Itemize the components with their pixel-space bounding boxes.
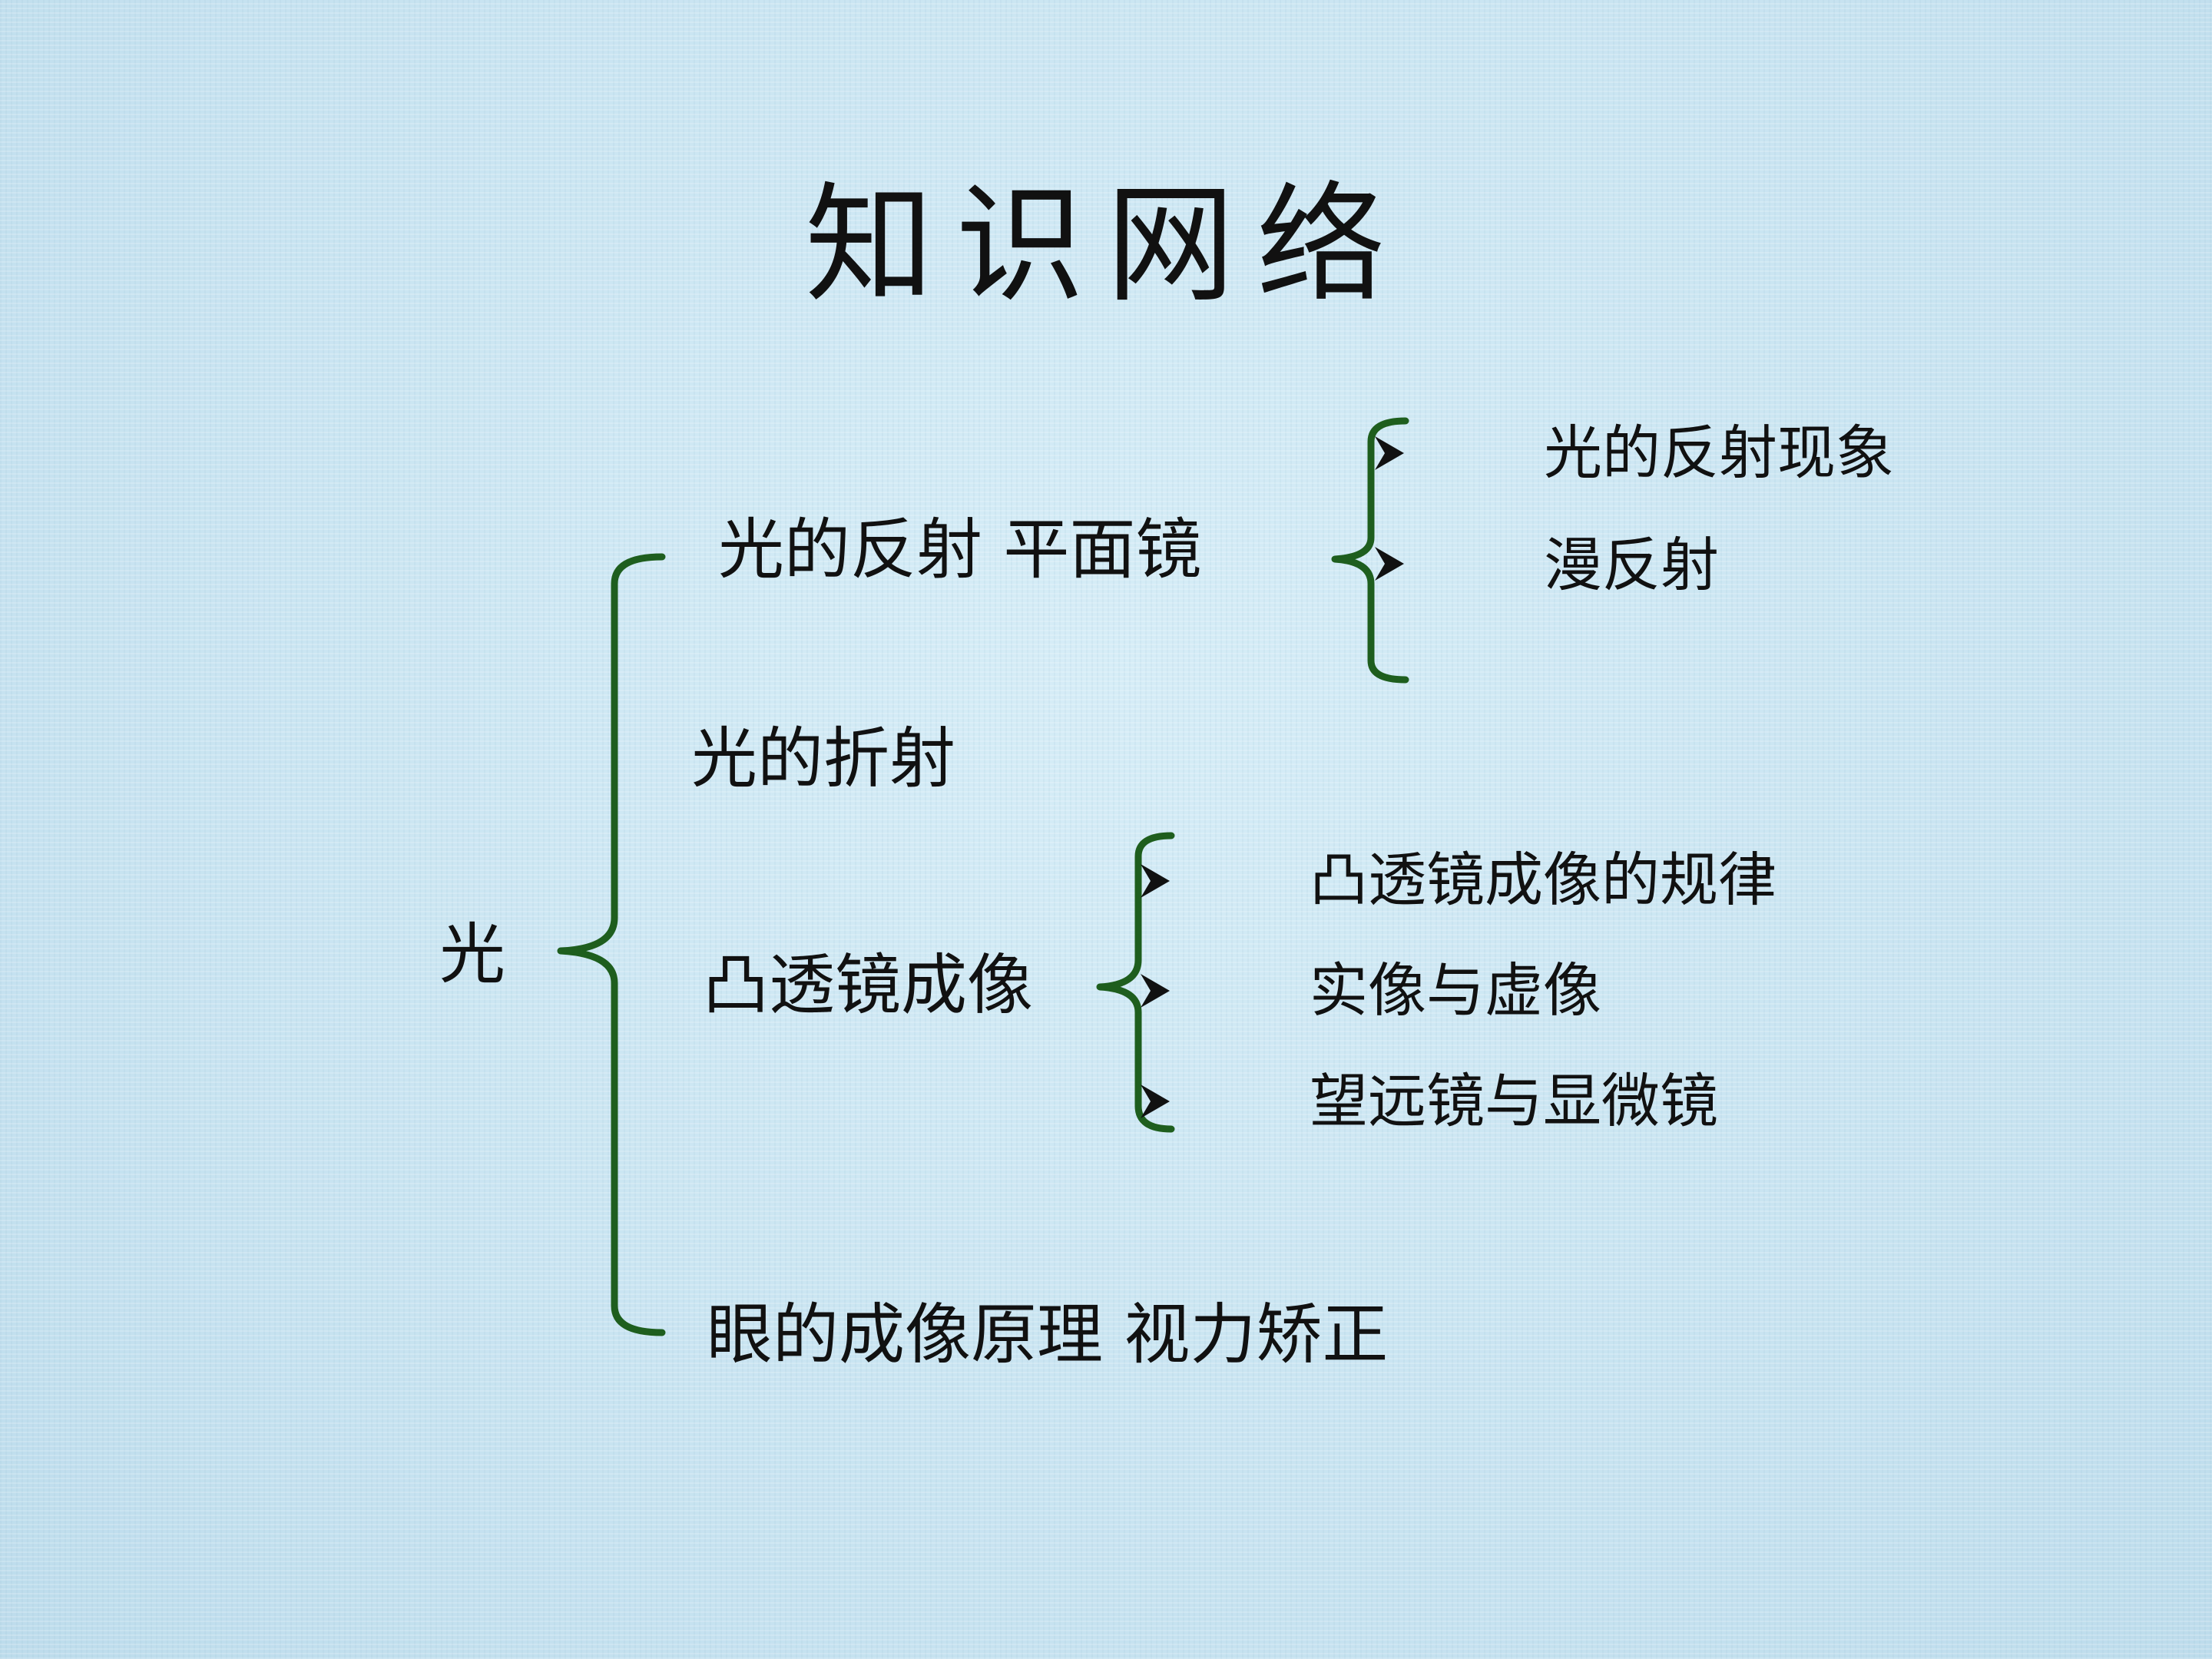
child-real-virtual-image: 实像与虚像 bbox=[1310, 956, 1601, 1025]
bullet-arrow-icon bbox=[1141, 864, 1170, 898]
branch-convex-lens: 凸透镜成像 bbox=[703, 947, 1033, 1024]
bullet-arrow-icon bbox=[1375, 436, 1404, 470]
branch-eye: 眼的成像原理 视力矫正 bbox=[707, 1296, 1389, 1373]
child-reflection-phenomenon: 光的反射现象 bbox=[1544, 419, 1894, 487]
branch-refraction: 光的折射 bbox=[691, 720, 955, 797]
child-telescope-microscope: 望远镜与显微镜 bbox=[1310, 1067, 1718, 1135]
page-title: 知识网络 bbox=[805, 170, 1407, 320]
branch-reflection: 光的反射 平面镜 bbox=[718, 512, 1202, 588]
bullet-arrow-icon bbox=[1141, 1084, 1170, 1118]
root-node: 光 bbox=[439, 916, 505, 993]
main-brace bbox=[557, 553, 666, 1336]
bullet-arrow-icon bbox=[1141, 974, 1170, 1008]
lens-brace bbox=[1096, 832, 1175, 1133]
reflection-brace bbox=[1331, 417, 1409, 684]
child-diffuse-reflection: 漫反射 bbox=[1544, 531, 1719, 599]
child-lens-rule: 凸透镜成像的规律 bbox=[1310, 846, 1777, 914]
bullet-arrow-icon bbox=[1375, 547, 1404, 581]
